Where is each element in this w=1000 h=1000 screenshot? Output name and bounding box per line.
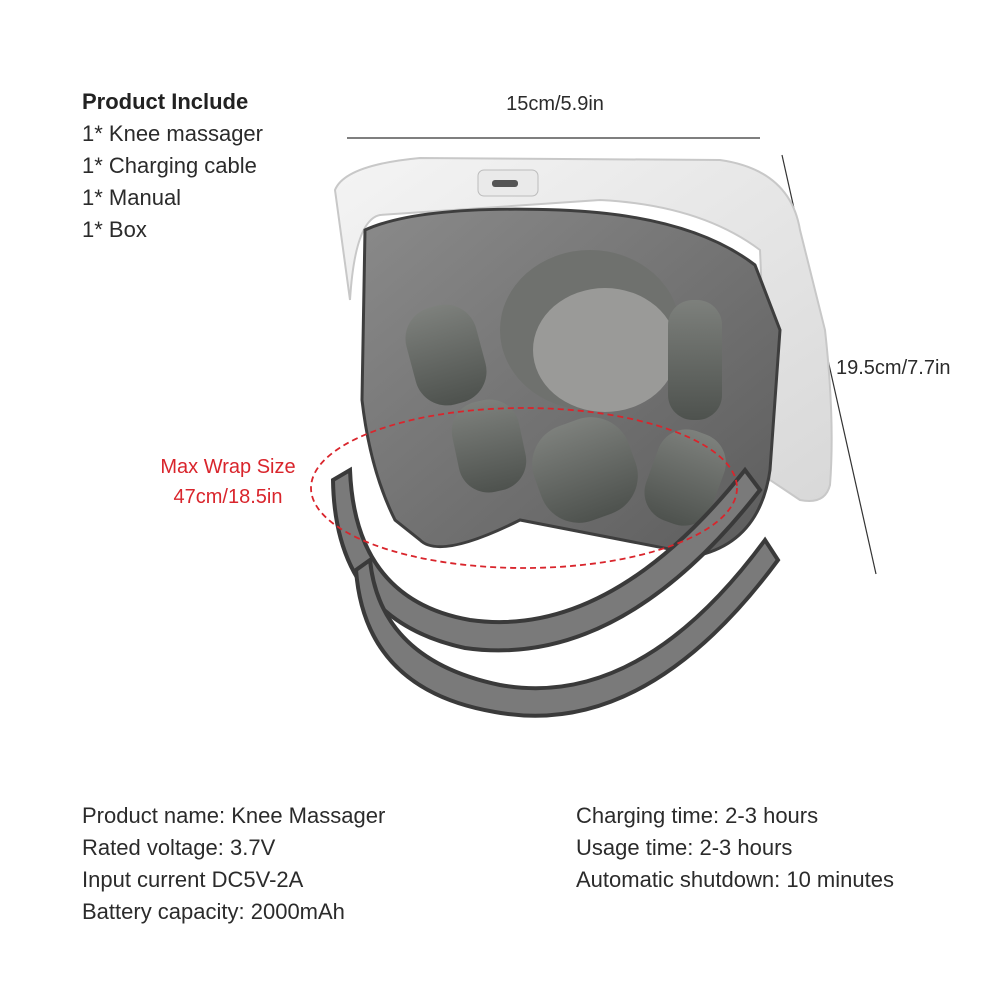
massage-pad-middle-left xyxy=(451,399,527,493)
include-item-manual: 1* Manual xyxy=(82,185,182,210)
product-include-title: Product Include xyxy=(82,89,249,114)
specs-left-column: Product name: Knee Massager Rated voltag… xyxy=(82,800,385,928)
spec-battery-capacity: Battery capacity: 2000mAh xyxy=(82,899,345,924)
strap-upper xyxy=(330,466,763,653)
usb-port-icon xyxy=(492,180,518,187)
product-include-list: 1* Knee massager 1* Charging cable 1* Ma… xyxy=(82,118,263,246)
spec-input-current: Input current DC5V-2A xyxy=(82,867,304,892)
height-dimension-label: 19.5cm/7.7in xyxy=(836,357,951,379)
specs-right-column: Charging time: 2-3 hours Usage time: 2-3… xyxy=(576,800,894,896)
massage-pad-right xyxy=(668,300,722,420)
spec-auto-shutdown: Automatic shutdown: 10 minutes xyxy=(576,867,894,892)
max-wrap-size-value: 47cm/18.5in xyxy=(173,486,283,508)
max-wrap-ellipse xyxy=(310,407,738,569)
include-item-box: 1* Box xyxy=(82,217,147,242)
max-wrap-size-label: Max Wrap Size 47cm/18.5in xyxy=(118,452,338,512)
spec-product-name: Product name: Knee Massager xyxy=(82,803,386,828)
massage-pad-center xyxy=(532,417,638,523)
spec-charging-time: Charging time: 2-3 hours xyxy=(576,803,819,828)
spec-usage-time: Usage time: 2-3 hours xyxy=(576,835,793,860)
massage-disc-top xyxy=(533,288,677,412)
massage-pad-lower-right xyxy=(644,429,726,526)
width-dimension-label: 15cm/5.9in xyxy=(506,93,604,115)
include-item-massager: 1* Knee massager xyxy=(82,121,263,146)
spec-rated-voltage: Rated voltage: 3.7V xyxy=(82,835,276,860)
strap-lower xyxy=(353,536,781,718)
massage-pad-upper-left xyxy=(405,304,487,406)
include-item-cable: 1* Charging cable xyxy=(82,153,257,178)
max-wrap-size-title: Max Wrap Size xyxy=(160,456,296,478)
